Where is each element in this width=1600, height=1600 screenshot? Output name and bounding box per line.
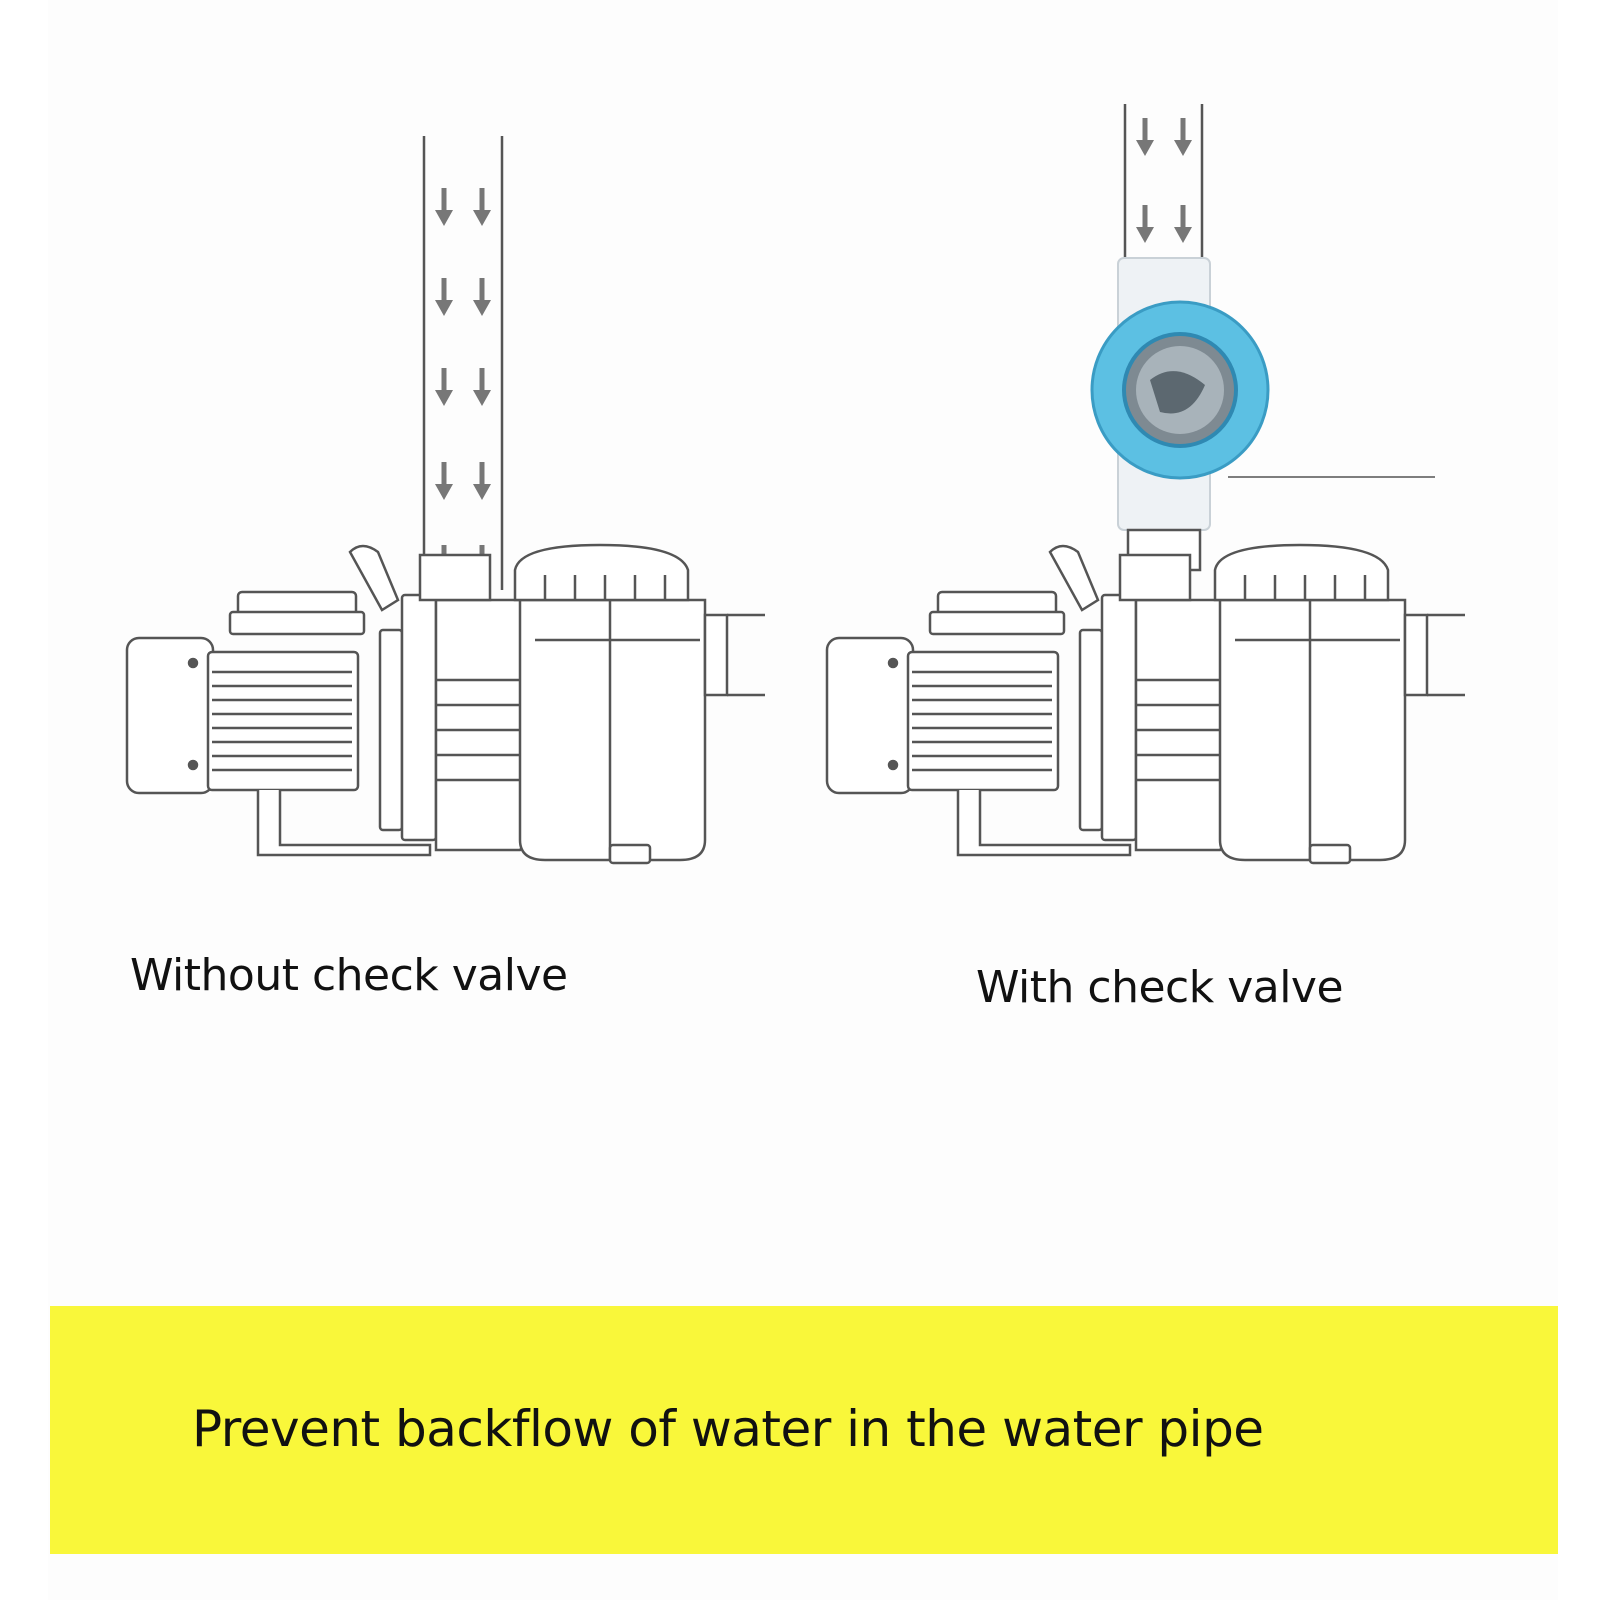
caption-without-check-valve: Without check valve bbox=[130, 950, 568, 1001]
pump-icon bbox=[825, 543, 1467, 865]
pump-comparison-diagram bbox=[125, 104, 1467, 865]
right-pump bbox=[825, 104, 1467, 865]
yellow-banner bbox=[50, 1306, 1558, 1554]
caption-with-check-valve: With check valve bbox=[976, 962, 1344, 1013]
pump-icon bbox=[125, 543, 767, 865]
banner-text: Prevent backflow of water in the water p… bbox=[192, 1400, 1264, 1458]
check-valve-icon bbox=[1090, 257, 1435, 572]
left-pump bbox=[125, 136, 767, 865]
